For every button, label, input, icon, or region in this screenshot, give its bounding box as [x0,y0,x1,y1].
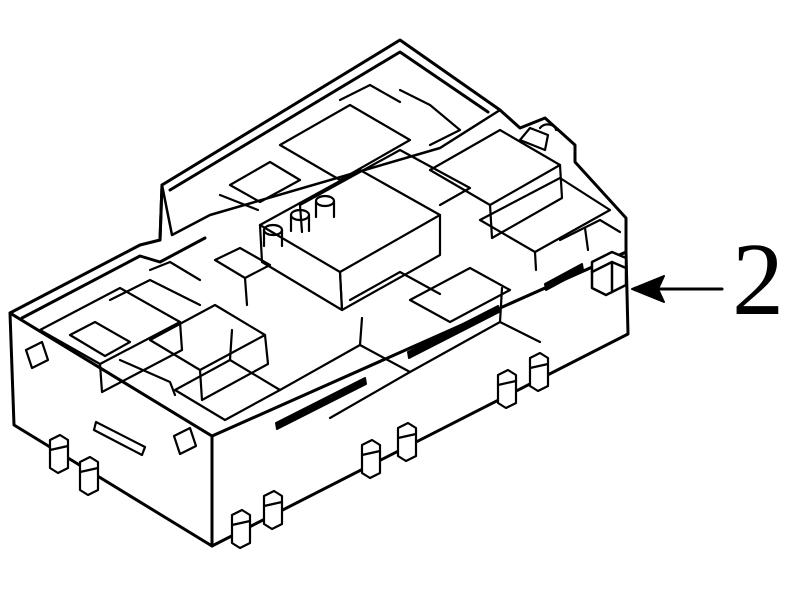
peg [360,438,382,480]
latch [24,340,50,370]
slot [407,305,500,359]
leader-arrow [631,275,724,303]
peg [396,421,418,463]
slot [275,377,367,430]
slot [544,263,584,291]
peg [528,351,550,393]
peg [230,508,252,550]
latch [172,426,198,456]
rear-raised-block [158,38,502,242]
callout-number: 2 [732,222,784,337]
peg [496,368,518,410]
end-face-details [24,340,198,457]
housing-outline [8,38,630,548]
indicated-clip [590,250,628,297]
internal-compartments [38,83,622,422]
peg [78,455,100,497]
side-slots [275,263,584,430]
peg [262,489,284,531]
peg [48,433,70,475]
mounting-pegs [48,351,550,550]
end-slot [92,420,147,457]
